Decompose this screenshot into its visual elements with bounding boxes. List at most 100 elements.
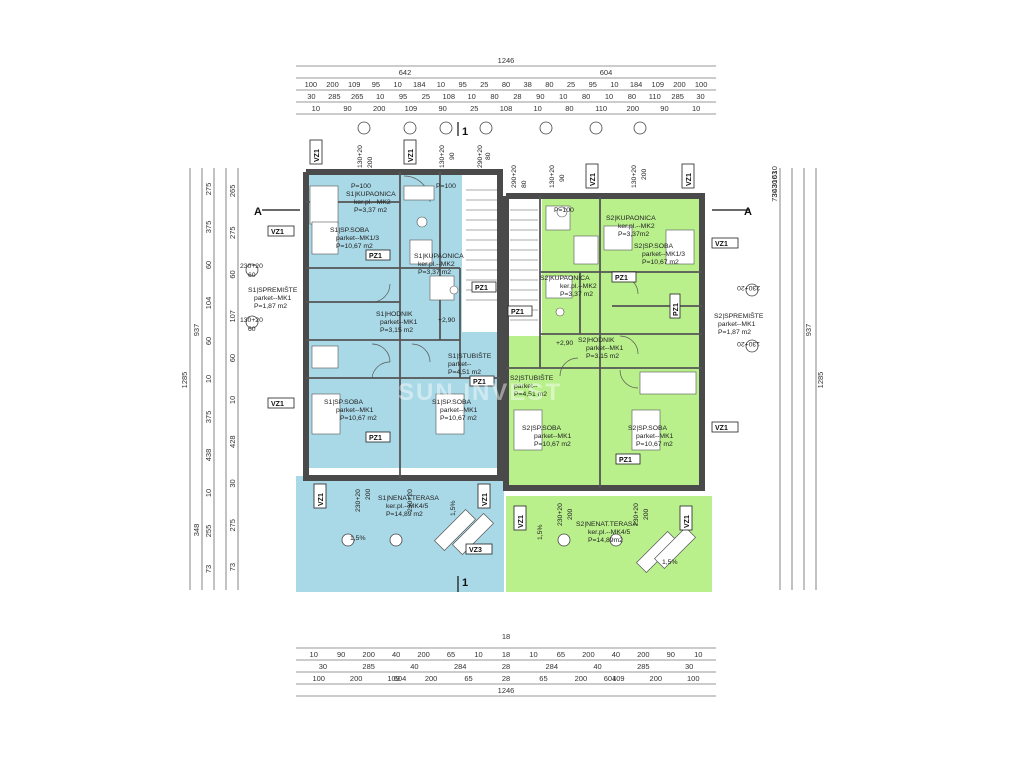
svg-text:S2|STUBIŠTE: S2|STUBIŠTE bbox=[510, 373, 554, 382]
svg-text:parket--MK1: parket--MK1 bbox=[440, 407, 478, 414]
dimension-value: 80 bbox=[628, 92, 636, 101]
dimension-value: 65 bbox=[557, 650, 565, 659]
fixture-label: P=100 bbox=[351, 183, 371, 190]
dimension-value: 63 bbox=[770, 171, 779, 179]
dimension-value: 73 bbox=[204, 565, 213, 573]
dimension-value: 90 bbox=[438, 104, 446, 113]
svg-text:S1|HODNIK: S1|HODNIK bbox=[376, 311, 413, 318]
dimension-value: 200 bbox=[575, 674, 588, 683]
top-dimensions bbox=[296, 65, 716, 115]
beds bbox=[311, 221, 697, 451]
dimension-value: 73 bbox=[770, 194, 779, 202]
dimension-value: 200 bbox=[627, 104, 640, 113]
fixture-label: P=100 bbox=[554, 207, 574, 214]
pz1-tag: PZ1 bbox=[615, 275, 628, 282]
terrace-loungers bbox=[433, 508, 697, 574]
dimension-value: 104 bbox=[204, 297, 213, 310]
dimension-value: 95 bbox=[589, 80, 597, 89]
dimension-value: 30 bbox=[770, 180, 779, 188]
dimension-value: 200 bbox=[673, 80, 686, 89]
dim-left-348: 348 bbox=[192, 524, 201, 537]
svg-text:P=10,67 m2: P=10,67 m2 bbox=[642, 259, 679, 266]
dimension-value: 80 bbox=[502, 80, 510, 89]
section-1-top: 1 bbox=[462, 126, 468, 138]
dimension-value: 30 bbox=[307, 92, 315, 101]
dimension-value: 10 bbox=[204, 489, 213, 497]
svg-text:P=3,37 m2: P=3,37 m2 bbox=[418, 269, 451, 276]
dimension-value: 10 bbox=[204, 375, 213, 383]
dimension-value: 200 bbox=[637, 650, 650, 659]
dimension-value: 10 bbox=[474, 650, 482, 659]
vz1-tag: VZ1 bbox=[408, 149, 415, 162]
dimension-value: 10 bbox=[467, 92, 475, 101]
dimension-value: 275 bbox=[228, 519, 237, 532]
dimension-value: 10 bbox=[605, 92, 613, 101]
window-size: 90 bbox=[559, 174, 566, 182]
dimension-value: 95 bbox=[458, 80, 466, 89]
dimension-value: 60 bbox=[204, 337, 213, 345]
svg-text:S2|SP.SOBA: S2|SP.SOBA bbox=[634, 243, 674, 250]
stair-steps bbox=[466, 189, 538, 321]
room-s1-sp-soba-2: S1|SP.SOBA parket--MK1 P=10,67 m2 bbox=[324, 399, 377, 422]
room-s2-kupaonica-2: S2|KUPAONICA ker.pl.--MK2 P=3,37 m2 bbox=[540, 275, 597, 298]
dimension-value: 60 bbox=[204, 261, 213, 269]
bathroom-fixtures bbox=[309, 185, 633, 317]
svg-text:ker.pl.--MK2: ker.pl.--MK2 bbox=[560, 283, 597, 290]
pz1-tag: PZ1 bbox=[673, 303, 680, 316]
vz1-tag: VZ1 bbox=[482, 493, 489, 506]
room-s1-hodnik: S1|HODNIK parket--MK1 P=3,15 m2 bbox=[376, 311, 418, 334]
dimension-value: 95 bbox=[399, 92, 407, 101]
dimension-value: 200 bbox=[350, 674, 363, 683]
dimension-value: 109 bbox=[348, 80, 361, 89]
svg-text:P=3,37 m2: P=3,37 m2 bbox=[354, 207, 387, 214]
dim-bottom-half-left: 604 bbox=[394, 674, 407, 683]
window-size: 230+20 bbox=[633, 503, 640, 526]
vz1-tag: VZ1 bbox=[686, 173, 693, 186]
dimension-value: 275 bbox=[228, 226, 237, 239]
svg-text:parket--MK1/3: parket--MK1/3 bbox=[642, 251, 685, 258]
svg-text:parket--MK1: parket--MK1 bbox=[718, 321, 756, 328]
svg-text:parket--MK1: parket--MK1 bbox=[336, 407, 374, 414]
window-size: 290+20 bbox=[511, 165, 518, 188]
pz1-tag: PZ1 bbox=[619, 457, 632, 464]
svg-text:S2|SP.SOBA: S2|SP.SOBA bbox=[628, 425, 668, 432]
room-s2-hodnik: S2|HODNIK parket--MK1 P=3,15 m2 bbox=[578, 337, 624, 360]
room-s2-spremiste: S2|SPREMIŠTE parket--MK1 P=1,87 m2 bbox=[714, 311, 764, 336]
room-s1-terasa: S1|NENAT.TERASA ker.pl.--MK4/5 P=14,89 m… bbox=[378, 495, 439, 518]
dimension-value: 10 bbox=[228, 396, 237, 404]
svg-text:parket--: parket-- bbox=[448, 361, 471, 368]
svg-text:ker.pl.--MK2: ker.pl.--MK2 bbox=[354, 199, 391, 206]
dim-half-left: 642 bbox=[399, 68, 412, 77]
svg-text:parket--MK1: parket--MK1 bbox=[534, 433, 572, 440]
window-size: 130+20 bbox=[439, 145, 446, 168]
svg-text:S1|STUBIŠTE: S1|STUBIŠTE bbox=[448, 351, 492, 360]
door-swings bbox=[371, 175, 639, 389]
dimension-value: 100 bbox=[305, 80, 318, 89]
dim-right-total: 1285 bbox=[816, 372, 825, 389]
svg-text:ker.pl.--MK2: ker.pl.--MK2 bbox=[618, 223, 655, 230]
dimension-value: 30 bbox=[319, 662, 327, 671]
dim-left-937: 937 bbox=[192, 324, 201, 337]
vz1-tag: VZ1 bbox=[590, 173, 597, 186]
svg-text:parket--: parket-- bbox=[514, 383, 537, 390]
stairs-unit1 bbox=[462, 172, 502, 332]
dimension-value: 10 bbox=[694, 650, 702, 659]
dimension-value: 38 bbox=[524, 80, 532, 89]
svg-text:S1|KUPAONICA: S1|KUPAONICA bbox=[414, 253, 464, 260]
dimension-value: 30 bbox=[685, 662, 693, 671]
dimension-value: 30 bbox=[770, 189, 779, 197]
svg-text:parket--MK1: parket--MK1 bbox=[380, 319, 418, 326]
svg-text:P=14,89 m2: P=14,89 m2 bbox=[386, 511, 423, 518]
svg-text:P=3,15 m2: P=3,15 m2 bbox=[586, 353, 619, 360]
window-size: 230+20 bbox=[240, 263, 263, 270]
window-size: 200 bbox=[367, 156, 374, 168]
dimension-value: 10 bbox=[393, 80, 401, 89]
svg-text:P=3,37m2: P=3,37m2 bbox=[618, 231, 649, 238]
svg-text:P=10,67 m2: P=10,67 m2 bbox=[336, 243, 373, 250]
vz1-tag: VZ1 bbox=[715, 241, 728, 248]
pz1-tag: PZ1 bbox=[475, 285, 488, 292]
dimension-value: 95 bbox=[372, 80, 380, 89]
